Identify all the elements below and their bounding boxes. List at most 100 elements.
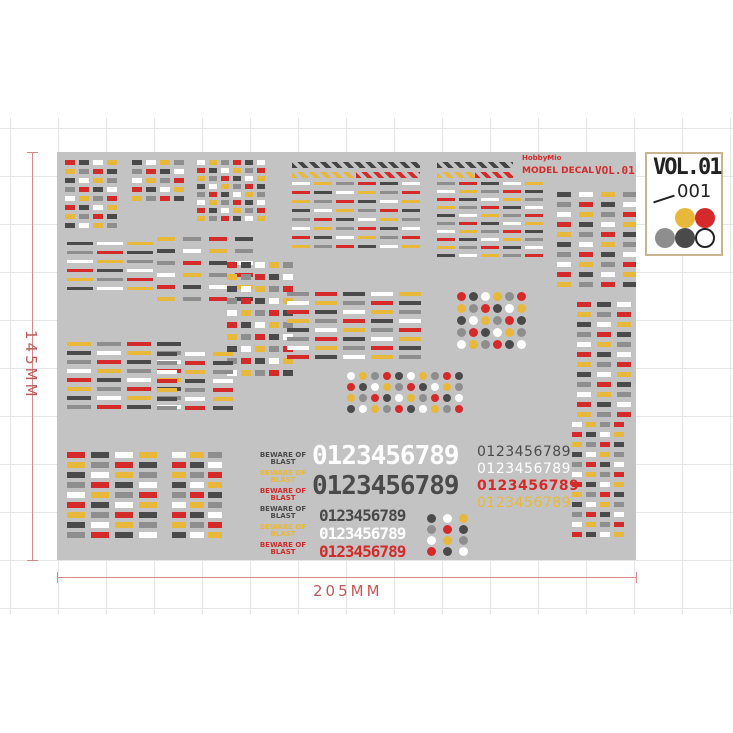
- decal-mark: [208, 492, 222, 498]
- decal-mark: [157, 249, 175, 253]
- decal-mark: [209, 297, 227, 301]
- decal-mark: [91, 502, 109, 508]
- decal-mark: [600, 452, 610, 457]
- decal-mark: [257, 192, 265, 197]
- decal-mark: [601, 202, 615, 207]
- decal-mark: [67, 278, 93, 281]
- decal-mark: [359, 405, 367, 413]
- decal-mark: [65, 178, 75, 183]
- decal-mark: [525, 190, 543, 193]
- warning-decal: BEWARE OF BLAST: [259, 505, 307, 520]
- decal-mark: [614, 472, 624, 477]
- decal-mark: [107, 178, 117, 183]
- decal-mark: [107, 196, 117, 201]
- swatch-dark: [675, 228, 695, 248]
- decal-mark: [115, 492, 133, 498]
- decal-mark: [208, 462, 222, 468]
- decal-mark: [65, 196, 75, 201]
- decal-mark: [437, 230, 455, 233]
- decal-mark: [127, 269, 153, 272]
- decal-mark: [139, 492, 157, 498]
- decal-mark: [614, 512, 624, 517]
- decal-mark: [209, 216, 217, 221]
- decal-mark: [358, 236, 376, 239]
- decal-mark: [579, 282, 593, 287]
- decal-mark: [503, 230, 521, 233]
- decal-mark: [380, 227, 398, 230]
- decal-mark: [437, 254, 455, 257]
- decal-mark: [139, 512, 157, 518]
- decal-mark: [227, 346, 237, 352]
- decal-mark: [157, 370, 177, 374]
- decal-mark: [283, 358, 293, 364]
- decal-mark: [292, 227, 310, 230]
- decal-mark: [572, 432, 582, 437]
- decal-mark: [257, 168, 265, 173]
- volume-card: VOL.01 001: [645, 152, 723, 256]
- decal-mark: [65, 214, 75, 219]
- decal-mark: [481, 246, 499, 249]
- decal-mark: [597, 352, 611, 357]
- decal-mark: [395, 372, 403, 380]
- brand-logo: HobbyMio: [522, 154, 562, 162]
- decal-mark: [623, 192, 636, 197]
- decal-mark: [525, 182, 543, 185]
- decal-mark: [233, 160, 241, 165]
- decal-mark: [157, 261, 175, 265]
- decal-mark: [160, 160, 170, 165]
- decal-mark: [287, 355, 309, 359]
- decal-mark: [65, 187, 75, 192]
- decal-mark: [292, 218, 310, 221]
- decal-mark: [557, 192, 571, 197]
- decal-mark: [183, 273, 201, 277]
- decal-mark: [292, 245, 310, 248]
- decal-mark: [617, 302, 631, 307]
- decal-mark: [579, 222, 593, 227]
- decal-mark: [255, 274, 265, 280]
- decal-mark: [221, 216, 229, 221]
- decal-mark: [174, 160, 184, 165]
- decal-mark: [623, 202, 636, 207]
- decal-mark: [525, 238, 543, 241]
- decal-mark: [67, 492, 85, 498]
- decal-mark: [503, 254, 521, 257]
- decal-mark: [172, 502, 186, 508]
- decal-mark: [525, 214, 543, 217]
- dimension-tick: [57, 572, 58, 583]
- decal-mark: [283, 286, 293, 292]
- decal-mark: [586, 442, 596, 447]
- digits-medium-white: 0123456789: [319, 524, 406, 543]
- decal-mark: [132, 169, 142, 174]
- decal-mark: [115, 482, 133, 488]
- decal-mark: [91, 512, 109, 518]
- dimension-tick: [27, 152, 38, 153]
- decal-mark: [257, 200, 265, 205]
- warning-decal: BEWARE OF BLAST: [259, 451, 307, 466]
- decal-mark: [241, 370, 251, 376]
- decal-mark: [597, 312, 611, 317]
- decal-mark: [623, 232, 636, 237]
- decal-mark: [67, 396, 91, 400]
- decal-mark: [67, 405, 91, 409]
- decal-mark: [314, 209, 332, 212]
- decal-mark: [208, 532, 222, 538]
- decal-mark: [67, 342, 91, 346]
- decal-mark: [503, 238, 521, 241]
- decal-mark: [399, 319, 421, 323]
- decal-mark: [481, 304, 490, 313]
- decal-mark: [292, 209, 310, 212]
- decal-mark: [481, 340, 490, 349]
- decal-mark: [459, 547, 468, 556]
- decal-mark: [255, 346, 265, 352]
- decal-mark: [233, 200, 241, 205]
- decal-mark: [455, 372, 463, 380]
- decal-mark: [127, 396, 151, 400]
- decal-mark: [623, 222, 636, 227]
- warning-decal: BEWARE OF BLAST: [259, 469, 307, 484]
- decal-mark: [241, 322, 251, 328]
- decal-mark: [91, 472, 109, 478]
- decal-mark: [525, 254, 543, 257]
- decal-mark: [614, 452, 624, 457]
- decal-mark: [572, 462, 582, 467]
- decal-mark: [572, 532, 582, 537]
